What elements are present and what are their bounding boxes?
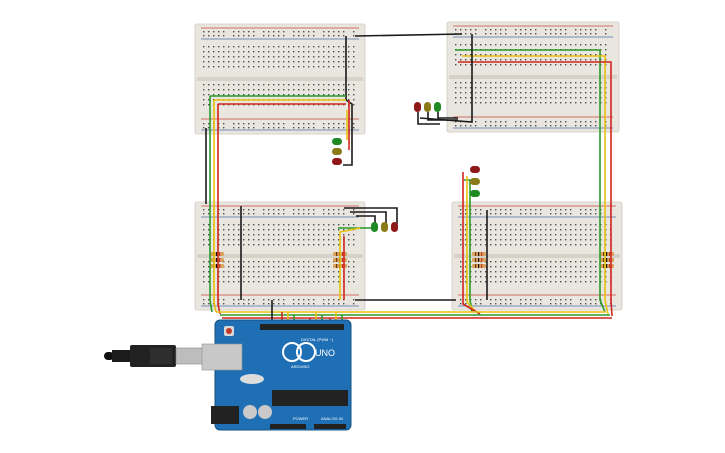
led-icon bbox=[424, 102, 431, 112]
led-icon bbox=[332, 158, 342, 165]
wire bbox=[455, 49, 606, 313]
analog-header bbox=[314, 424, 346, 429]
led-icon bbox=[332, 148, 342, 155]
breadboard-top-left bbox=[194, 23, 366, 135]
led-icon bbox=[381, 222, 388, 232]
wire bbox=[344, 207, 398, 224]
resistor-icon bbox=[472, 258, 486, 262]
resistor-icon bbox=[600, 258, 614, 262]
arduino-model-label: UNO bbox=[315, 348, 335, 358]
led-icon bbox=[470, 190, 480, 197]
wire bbox=[350, 211, 387, 224]
wire bbox=[217, 104, 221, 315]
wire bbox=[354, 33, 463, 37]
breadboard-bottom-left bbox=[194, 201, 366, 311]
led-icon bbox=[414, 102, 421, 112]
wires bbox=[205, 33, 613, 326]
led-icon bbox=[371, 222, 378, 232]
resistor-icon bbox=[210, 264, 224, 268]
traffic-lights bbox=[332, 102, 480, 232]
arduino-logo-text: ARDUINO bbox=[291, 364, 309, 369]
arduino-uno-board-icon[interactable]: ARDUINO UNO DIGITAL (PWM ~) POWER ANALOG… bbox=[201, 319, 352, 431]
led-icon bbox=[470, 178, 480, 185]
resistor-icon bbox=[600, 264, 614, 268]
breadboard-holes bbox=[455, 29, 607, 127]
wire bbox=[462, 55, 609, 315]
atmega-chip bbox=[272, 390, 348, 406]
led-icon bbox=[391, 222, 398, 232]
usb-port bbox=[201, 343, 243, 371]
breadboard-bottom-right bbox=[451, 201, 623, 311]
wire bbox=[462, 172, 481, 315]
led-icon bbox=[434, 102, 441, 112]
analog-pins-label: ANALOG IN bbox=[321, 416, 343, 421]
wire bbox=[427, 112, 458, 121]
resistor-icon bbox=[210, 252, 224, 256]
breadboard-holes bbox=[203, 209, 355, 305]
resistor-icon bbox=[600, 252, 614, 256]
digital-pins-label: DIGITAL (PWM ~) bbox=[301, 337, 334, 342]
wire bbox=[213, 100, 217, 313]
resistor-icon bbox=[472, 252, 486, 256]
wire bbox=[209, 96, 213, 313]
usb-cable-icon[interactable] bbox=[104, 345, 205, 367]
wire bbox=[343, 36, 353, 166]
wire bbox=[437, 112, 458, 119]
power-header bbox=[270, 424, 306, 429]
led-icon bbox=[470, 166, 480, 173]
led-icon bbox=[332, 138, 342, 145]
wire bbox=[466, 176, 477, 313]
wire bbox=[339, 227, 361, 300]
power-jack bbox=[211, 406, 239, 424]
wire bbox=[458, 61, 613, 317]
digital-header bbox=[260, 324, 344, 330]
resistor-icon bbox=[472, 264, 486, 268]
wire bbox=[356, 215, 376, 224]
wire bbox=[417, 112, 440, 125]
breadboards bbox=[194, 21, 623, 311]
resistor-icon bbox=[210, 258, 224, 262]
power-pins-label: POWER bbox=[293, 416, 308, 421]
